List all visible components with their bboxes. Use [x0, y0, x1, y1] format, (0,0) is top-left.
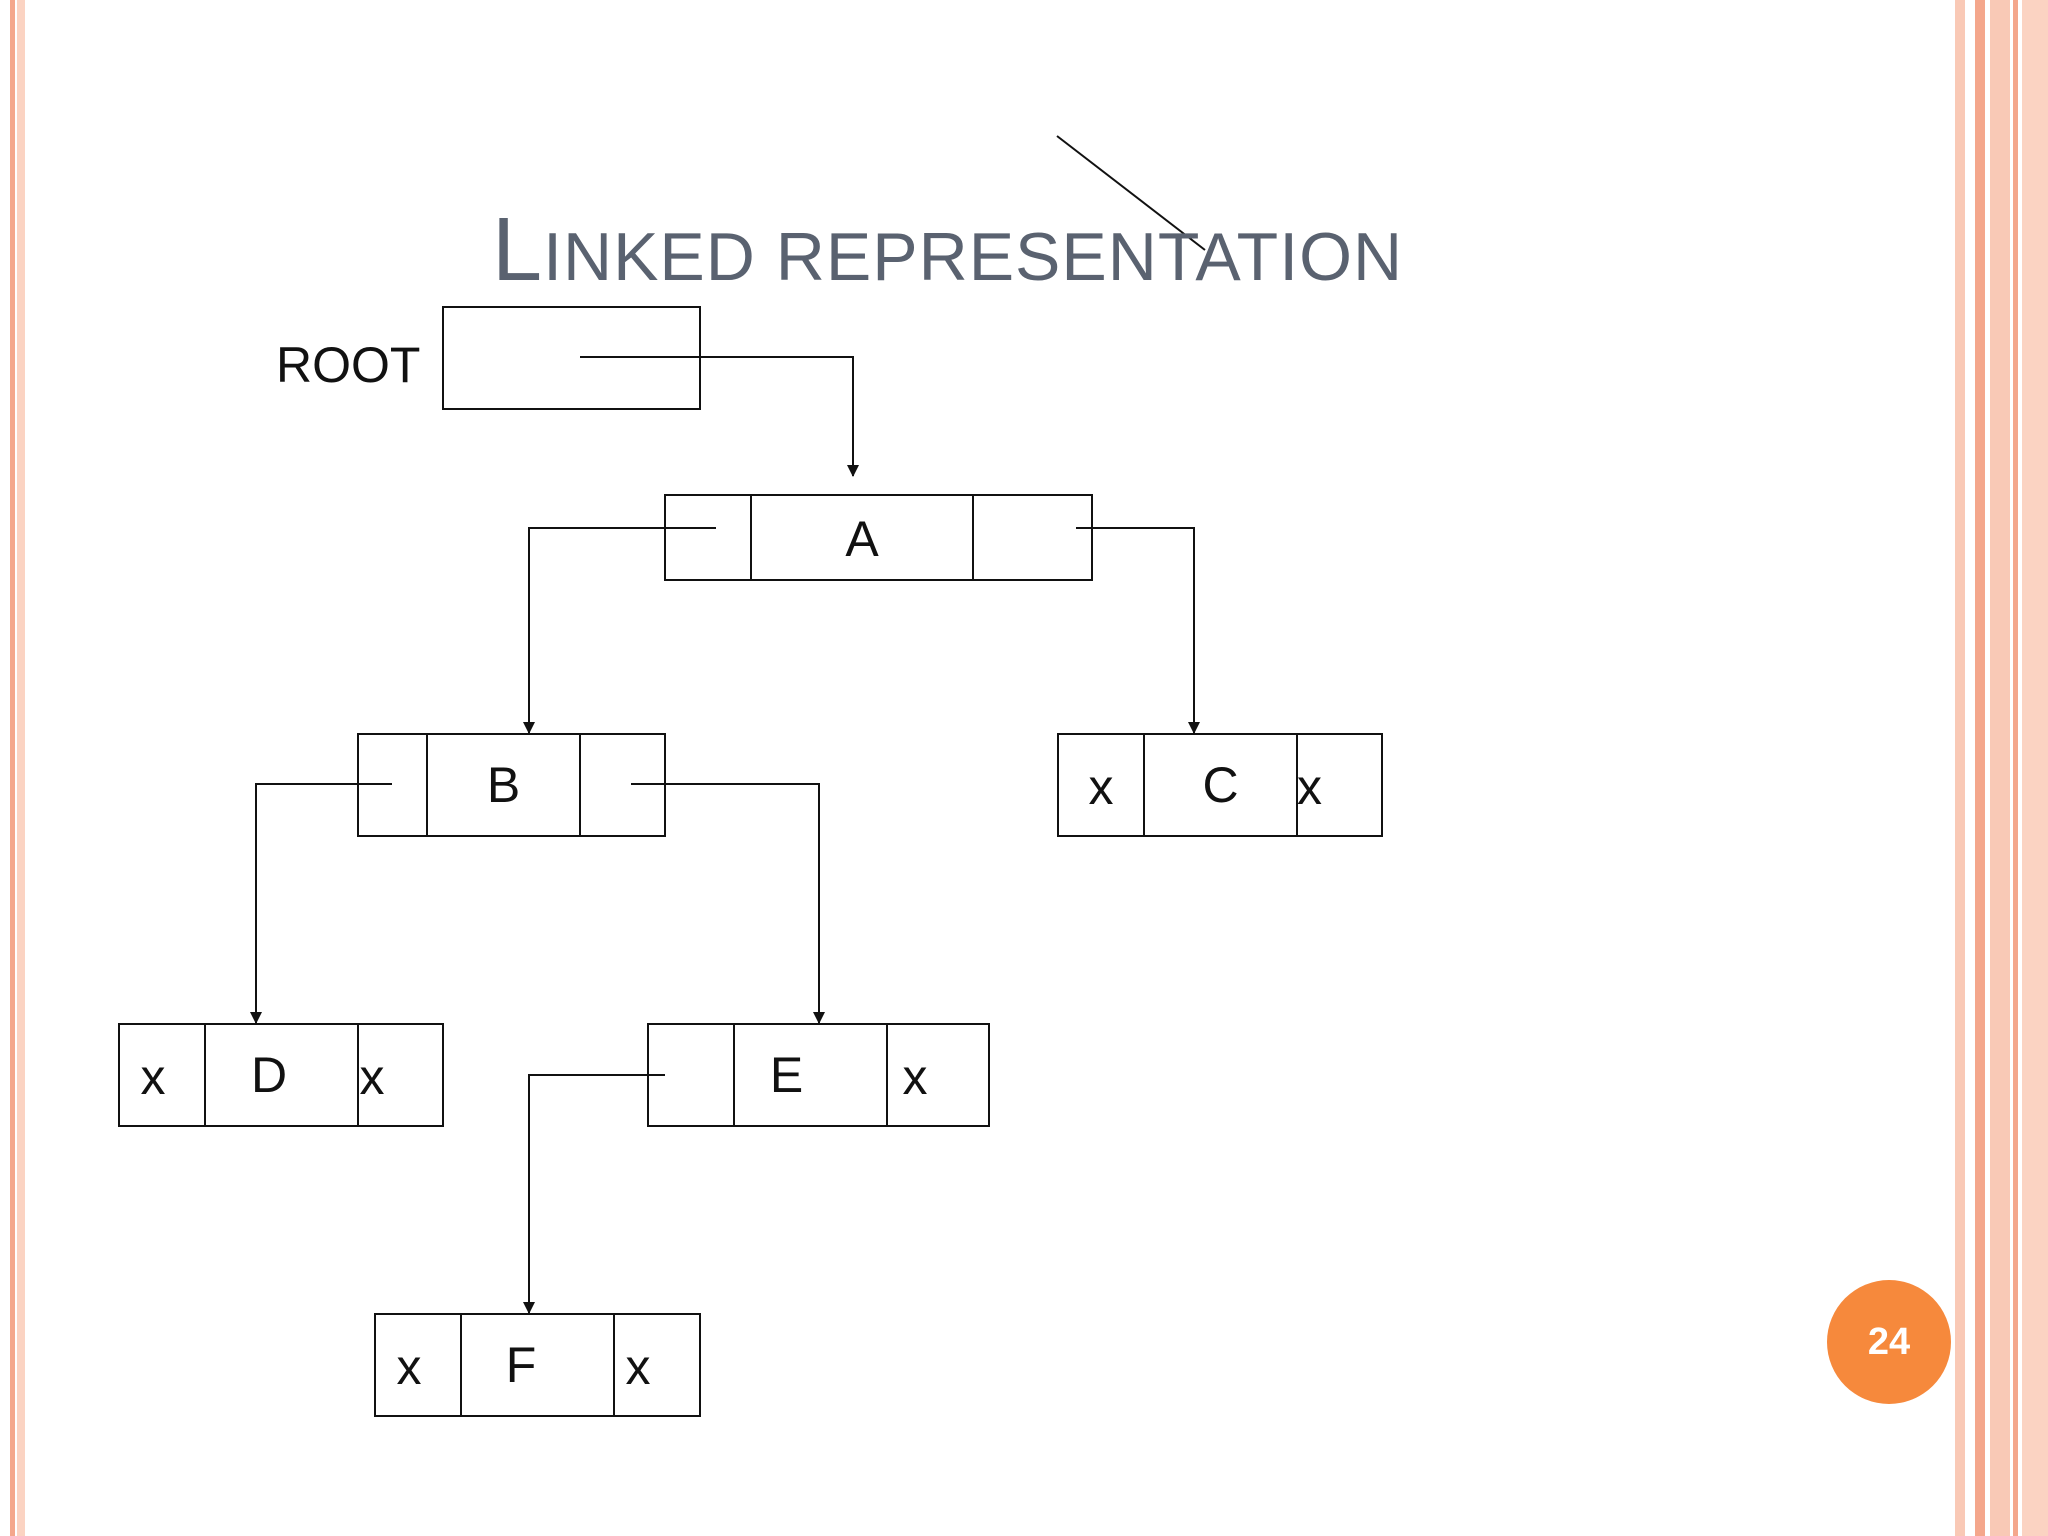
node-f-box — [374, 1313, 701, 1417]
edge-a-to-c — [1076, 527, 1200, 734]
edge-a-to-b — [523, 527, 716, 734]
edge-root-to-a — [580, 356, 859, 477]
node-d-box — [118, 1023, 444, 1127]
node-c-left-null: x — [1088, 759, 1114, 815]
border-stripe-right-3 — [1990, 0, 2010, 1536]
slide-title: Linked representation — [492, 205, 1403, 295]
node-c-data: C — [1202, 757, 1239, 813]
edge-b-to-d — [250, 783, 392, 1024]
node-f-left-null: x — [396, 1339, 422, 1395]
node-c-box — [1057, 733, 1383, 837]
node-e-data: E — [769, 1047, 804, 1103]
node-b-data: B — [486, 757, 521, 813]
annotation-stroke — [1056, 135, 1206, 251]
page-number-badge: 24 — [1827, 1280, 1951, 1404]
border-stripe-right-1 — [1955, 0, 1965, 1536]
node-c-right-null: x — [1297, 759, 1322, 815]
node-a-box — [664, 494, 1093, 581]
border-stripe-right-4 — [2013, 0, 2018, 1536]
slide-title-rest: inked representation — [543, 219, 1404, 295]
border-stripe-right-2 — [1975, 0, 1985, 1536]
edge-b-to-e — [631, 783, 825, 1024]
node-f-right-null: x — [625, 1339, 651, 1395]
node-d-right-null: x — [359, 1049, 385, 1105]
node-d-data: D — [250, 1047, 288, 1103]
node-e-right-null: x — [902, 1049, 928, 1105]
root-label: ROOT — [276, 337, 421, 393]
border-stripe-left-2 — [17, 0, 25, 1536]
node-d-left-null: x — [140, 1049, 166, 1105]
border-stripe-left-1 — [10, 0, 15, 1536]
node-e-box — [647, 1023, 990, 1127]
slide-title-initial: L — [492, 200, 544, 300]
node-a-data: A — [845, 511, 879, 567]
node-f-data: F — [505, 1337, 537, 1393]
edge-e-to-f — [523, 1074, 665, 1314]
border-stripe-right-5 — [2022, 0, 2048, 1536]
